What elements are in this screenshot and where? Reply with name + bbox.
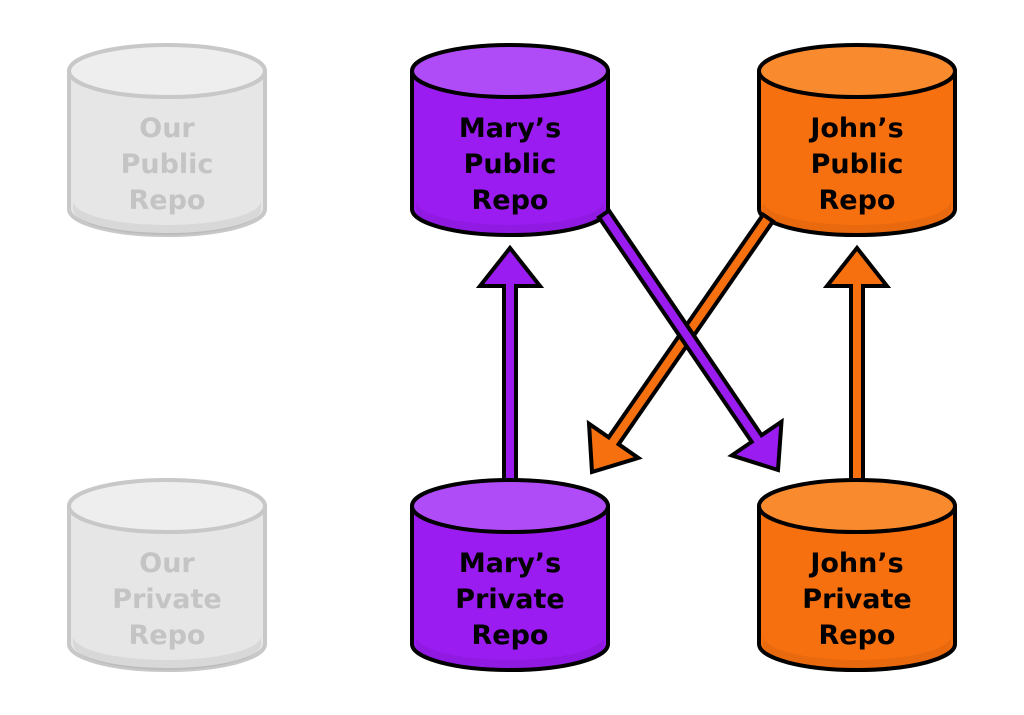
repo-label-line: Private xyxy=(455,584,564,615)
arrow-john-public-to-mary-private xyxy=(586,211,776,475)
repo-label-line: Repo xyxy=(129,185,206,216)
repo-label-line: Repo xyxy=(129,620,206,651)
cylinder-body xyxy=(410,504,610,672)
repo-label-line: Public xyxy=(464,149,557,180)
cylinder-top xyxy=(410,43,610,99)
cylinder-shade xyxy=(73,636,261,670)
cylinder-shade xyxy=(73,201,261,235)
repo-label-line: Repo xyxy=(819,185,896,216)
repo-label-line: Private xyxy=(802,584,911,615)
cylinder-body xyxy=(67,504,267,672)
arrows-front xyxy=(586,207,784,475)
cylinder-shade xyxy=(763,201,951,235)
repo-label-line: John’s xyxy=(808,113,903,144)
repositories: OurPublicRepoOurPrivateRepoMary’sPublicR… xyxy=(67,43,957,672)
arrow-mary-public-to-john-private xyxy=(596,207,784,473)
repo-label-line: Mary’s xyxy=(459,113,561,144)
cylinder-body xyxy=(757,504,957,672)
cylinder-shade xyxy=(763,636,951,670)
repo-label-line: Private xyxy=(112,584,221,615)
repo-label-line: Public xyxy=(811,149,904,180)
repo-label-line: Repo xyxy=(472,185,549,216)
arrow-mary-private-to-mary-public xyxy=(475,244,545,502)
arrows-back xyxy=(475,244,892,502)
repo-label-line: Our xyxy=(139,113,195,144)
cylinder-shade xyxy=(416,636,604,670)
arrow-john-private-to-john-public xyxy=(822,244,892,502)
repo-label-line: Repo xyxy=(819,620,896,651)
cylinder-top xyxy=(757,478,957,534)
repo-label-line: Mary’s xyxy=(459,548,561,579)
cylinder-body xyxy=(67,69,267,237)
repo-label-line: John’s xyxy=(808,548,903,579)
cylinder-top xyxy=(67,478,267,534)
repo-label-line: Our xyxy=(139,548,195,579)
cylinder-top xyxy=(757,43,957,99)
cylinder-top xyxy=(67,43,267,99)
cylinder-shade xyxy=(416,201,604,235)
repo-label-line: Public xyxy=(121,149,214,180)
repo-label-line: Repo xyxy=(472,620,549,651)
cylinder-top xyxy=(410,478,610,534)
